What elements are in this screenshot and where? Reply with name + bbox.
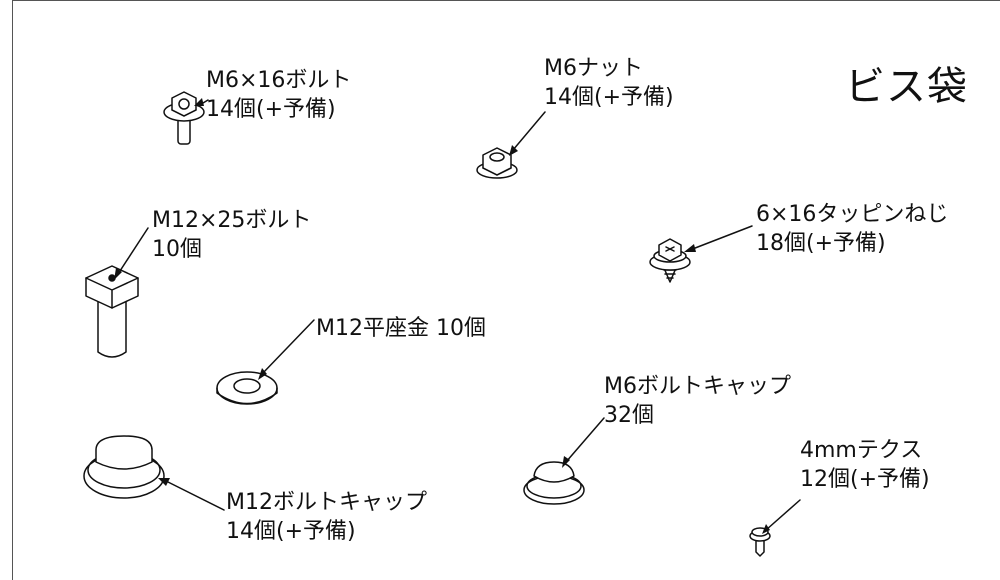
leader-m6-cap <box>565 417 605 463</box>
diagram-frame <box>12 0 1000 580</box>
m12-cap-qty: 14個(+予備) <box>226 519 356 544</box>
m12-washer-drawing <box>216 371 278 405</box>
label-tapping-screw: 6×16タッピンねじ 18個(+予備) <box>756 200 948 258</box>
leader-m12-bolt <box>117 227 149 275</box>
arrow-m6-nut <box>509 145 518 156</box>
leader-m12-washer <box>261 319 315 375</box>
m12-bolt-qty: 10個 <box>152 237 202 262</box>
arrow-m12-washer <box>258 368 267 380</box>
teks-drawing <box>749 527 771 557</box>
m6-bolt-name: M6×16ボルト <box>206 68 352 93</box>
m12-washer-name: M12平座金 10個 <box>316 316 486 341</box>
arrow-teks <box>762 524 770 534</box>
leader-tapping-screw <box>689 225 753 251</box>
label-teks: 4mmテクス 12個(+予備) <box>800 436 930 494</box>
arrow-m6-bolt <box>194 98 204 106</box>
arrow-m12-cap <box>158 478 170 486</box>
m12-cap-drawing <box>83 435 165 499</box>
tapping-screw-drawing <box>649 238 691 283</box>
m6-cap-qty: 32個 <box>604 403 654 428</box>
diagram-title: ビス袋 <box>845 64 968 110</box>
label-m12-washer: M12平座金 10個 <box>316 314 486 343</box>
label-m12-bolt: M12×25ボルト 10個 <box>152 206 311 264</box>
m6-cap-drawing <box>523 461 585 505</box>
m6-bolt-qty: 14個(+予備) <box>206 97 336 122</box>
m12-bolt-name: M12×25ボルト <box>152 208 312 233</box>
m6-nut-drawing <box>476 147 518 179</box>
leader-m12-cap <box>163 479 225 511</box>
label-m6-nut: M6ナット 14個(+予備) <box>544 54 674 112</box>
leader-m6-nut <box>512 111 546 151</box>
m12-cap-name: M12ボルトキャップ <box>226 490 427 515</box>
label-m6-bolt: M6×16ボルト 14個(+予備) <box>206 66 351 124</box>
teks-name: 4mmテクス <box>800 438 923 463</box>
m6-nut-qty: 14個(+予備) <box>544 85 674 110</box>
label-m12-cap: M12ボルトキャップ 14個(+予備) <box>226 488 427 546</box>
leader-teks <box>765 499 801 531</box>
m6-cap-name: M6ボルトキャップ <box>604 374 791 399</box>
m6-nut-name: M6ナット <box>544 56 643 81</box>
arrow-m12-bolt <box>114 268 122 280</box>
arrow-m6-cap <box>562 456 570 468</box>
teks-qty: 12個(+予備) <box>800 467 930 492</box>
m6-bolt-drawing <box>163 91 205 145</box>
arrow-tapping-screw <box>684 244 696 252</box>
label-m6-cap: M6ボルトキャップ 32個 <box>604 372 791 430</box>
tapping-screw-name: 6×16タッピンねじ <box>756 202 949 227</box>
m12-bolt-drawing <box>85 265 139 358</box>
tapping-screw-qty: 18個(+予備) <box>756 231 886 256</box>
